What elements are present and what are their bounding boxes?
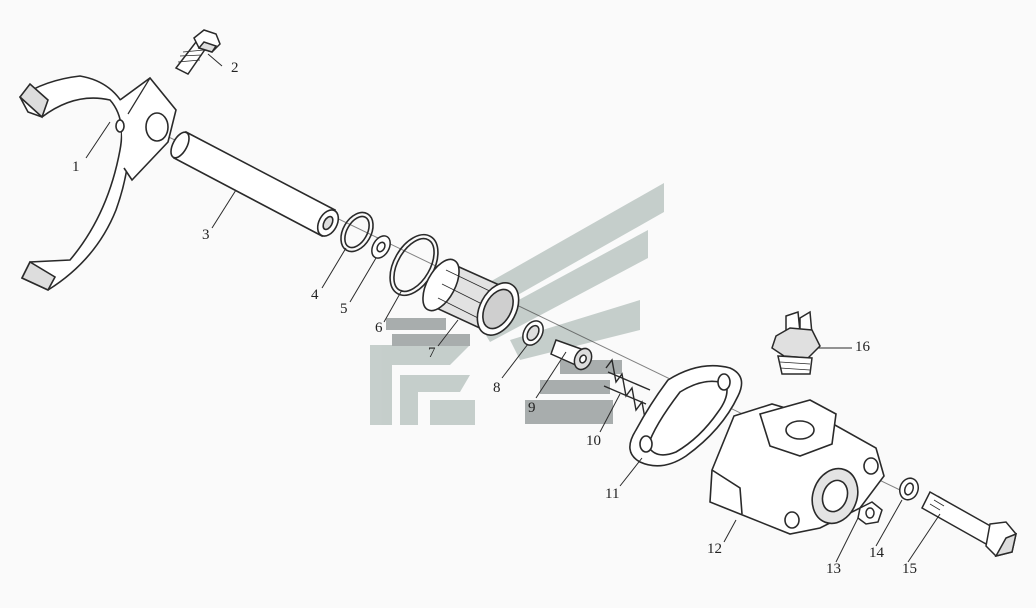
- callout-10: 10: [586, 433, 601, 449]
- part-15-long-bolt: [921, 490, 1018, 558]
- callout-11: 11: [605, 486, 620, 502]
- callout-6: 6: [375, 320, 383, 336]
- part-5-washer: [371, 235, 391, 259]
- part-2-bolt: [174, 29, 221, 75]
- callout-4: 4: [311, 287, 319, 303]
- part-4-ring: [340, 211, 374, 253]
- leader-lines: [85, 53, 941, 563]
- part-9-plunger: [550, 339, 593, 371]
- part-1-shift-fork: [18, 75, 177, 292]
- part-3-shaft: [170, 130, 340, 238]
- callout-1: 1: [72, 159, 80, 175]
- callout-3: 3: [202, 227, 210, 243]
- callout-5: 5: [340, 301, 348, 317]
- part-16-switch: [771, 310, 821, 375]
- part-7-piston: [422, 258, 520, 336]
- part-8-small-ring: [522, 320, 544, 346]
- callout-8: 8: [493, 380, 501, 396]
- callout-12: 12: [707, 541, 722, 557]
- fork-detail: [127, 77, 151, 115]
- callout-14: 14: [869, 545, 884, 561]
- part-12-housing: [709, 399, 885, 535]
- callout-2: 2: [231, 60, 239, 76]
- callout-16: 16: [855, 339, 870, 355]
- part-14-lock-washer: [898, 477, 920, 501]
- callout-15: 15: [902, 561, 917, 577]
- part-11-gasket: [629, 364, 743, 467]
- callout-7: 7: [428, 345, 436, 361]
- callout-13: 13: [826, 561, 841, 577]
- callout-9: 9: [528, 400, 536, 416]
